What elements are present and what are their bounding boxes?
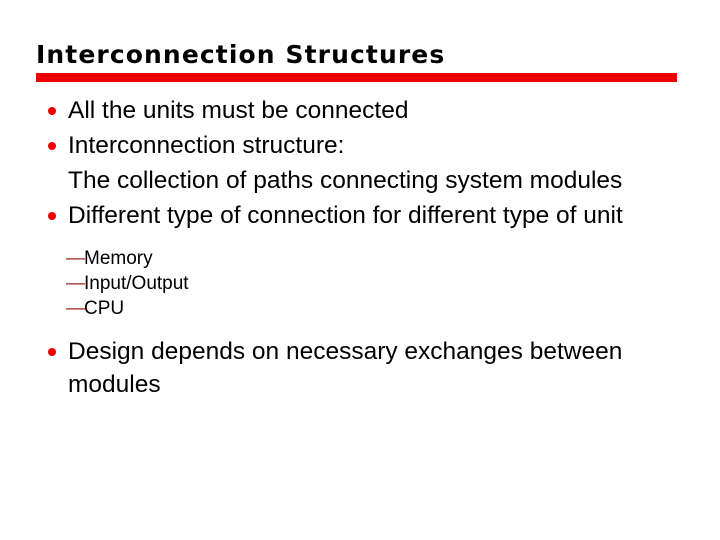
sub-bullet-item-cpu-label: CPU — [84, 298, 125, 319]
title-divider-rule — [36, 73, 677, 82]
bullet-item-3-label: Different type of connection for differe… — [68, 202, 623, 229]
sub-bullet-item-cpu: — CPU — [36, 296, 696, 321]
bullet-item-2-continuation: The collection of paths connecting syste… — [36, 164, 696, 197]
bullet-spacer — [36, 164, 68, 185]
sub-bullet-item-memory-label: Memory — [84, 248, 153, 269]
title-block: Interconnection Structures — [36, 40, 677, 82]
em-dash-icon: — — [66, 248, 85, 269]
bullet-dot-icon — [36, 335, 68, 356]
sub-bullet-item-memory: — Memory — [36, 246, 696, 271]
bullet-item-2-continuation-label: The collection of paths connecting syste… — [68, 167, 623, 194]
em-dash-icon: — — [66, 273, 85, 294]
bullet-item-1: All the units must be connected — [36, 94, 696, 127]
bullet-item-3: Different type of connection for differe… — [36, 199, 696, 232]
bullet-item-4-label: Design depends on necessary exchanges be… — [68, 338, 623, 398]
bullet-dot-icon — [36, 129, 68, 150]
bullet-dot-icon — [36, 199, 68, 220]
bullet-item-2: Interconnection structure: — [36, 129, 696, 162]
sub-bullet-item-input-output: — Input/Output — [36, 271, 696, 296]
page-title: Interconnection Structures — [36, 40, 446, 69]
sub-bullet-list: — Memory — Input/Output — CPU — [36, 246, 696, 321]
bullet-item-2-label: Interconnection structure: — [68, 132, 345, 159]
em-dash-icon: — — [66, 298, 85, 319]
slide-body: All the units must be connected Intercon… — [36, 94, 696, 403]
bullet-item-1-label: All the units must be connected — [68, 97, 409, 124]
sub-bullet-item-input-output-label: Input/Output — [84, 273, 189, 294]
bullet-dot-icon — [36, 94, 68, 115]
bullet-item-4: Design depends on necessary exchanges be… — [36, 335, 696, 401]
